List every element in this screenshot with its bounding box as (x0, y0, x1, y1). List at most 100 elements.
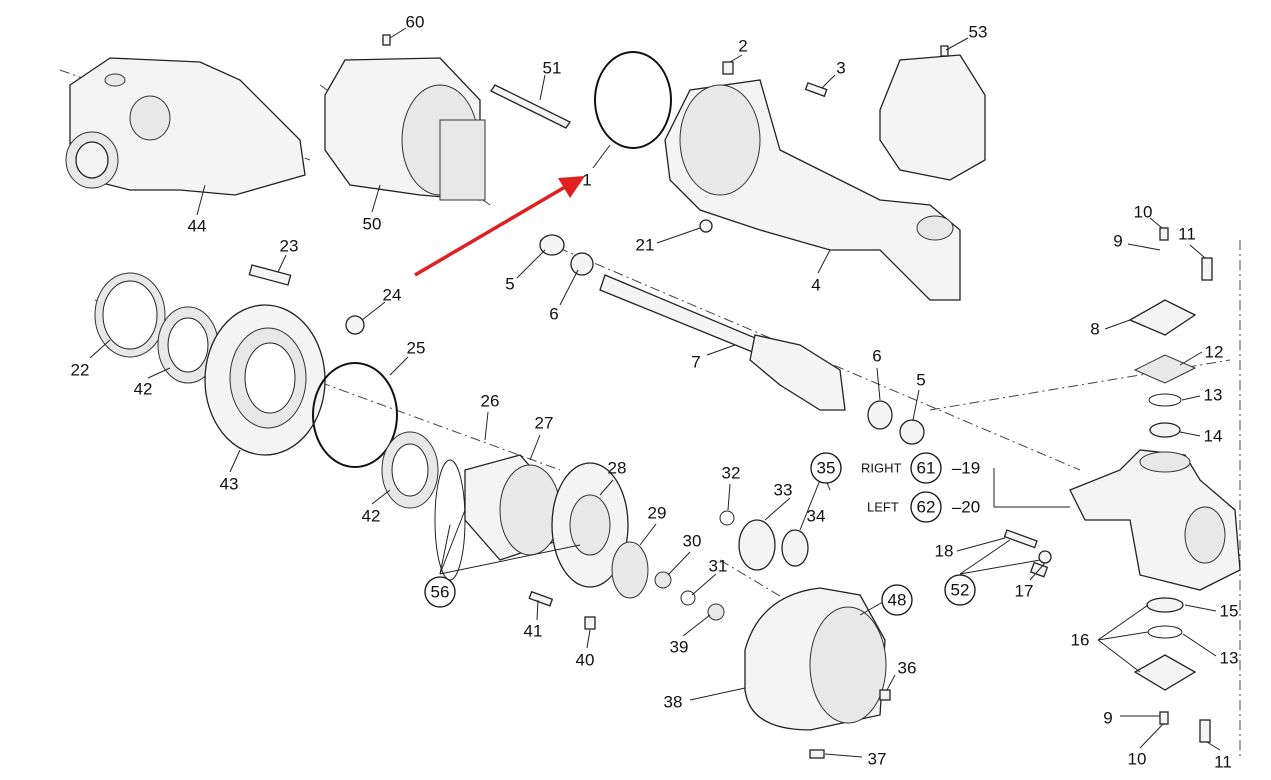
callout-5: 5 (916, 371, 925, 390)
callout-28: 28 (608, 459, 627, 478)
callout-43: 43 (220, 475, 239, 494)
nut-17 (1038, 550, 1052, 564)
bolt-11a (1201, 257, 1213, 281)
callout-32: 32 (722, 464, 741, 483)
callout-13: 13 (1204, 386, 1223, 405)
circled-callout-52: 52 (944, 574, 976, 606)
callout-29: 29 (648, 504, 667, 523)
ring-32 (719, 510, 735, 526)
bolt-11b (1199, 719, 1211, 743)
breather-2 (722, 61, 734, 75)
washer-39 (707, 603, 725, 621)
highlight-arrow (414, 176, 585, 277)
ring-31 (680, 590, 696, 606)
callout-22: 22 (71, 361, 90, 380)
grease-fitting-10a (1159, 227, 1169, 241)
callout-30: 30 (683, 532, 702, 551)
callout-11: 11 (1214, 753, 1232, 772)
callout-8: 8 (1090, 320, 1099, 339)
callout-circle (910, 452, 942, 484)
o-ring-13a (1148, 393, 1182, 407)
callout-12: 12 (1205, 343, 1224, 362)
callout-number: 61 (917, 459, 936, 478)
callout-44: 44 (188, 217, 207, 236)
callout-26: 26 (481, 392, 500, 411)
callout-40: 40 (576, 651, 595, 670)
callout-6: 6 (549, 305, 558, 324)
callout-38: 38 (664, 693, 683, 712)
grease-fitting-10b (1159, 711, 1169, 725)
callout-3: 3 (836, 59, 845, 78)
cap-8 (1128, 299, 1197, 336)
callout-27: 27 (535, 414, 554, 433)
callout-number: 62 (917, 498, 936, 517)
o-ring-13b (1147, 625, 1183, 639)
callout-circle (424, 576, 456, 608)
plug-60 (382, 34, 391, 46)
callout-51: 51 (543, 59, 562, 78)
callout-18: 18 (935, 542, 954, 561)
long-bolt-51 (490, 84, 571, 129)
circled-callout-61: 61 (910, 452, 942, 484)
nut-24 (345, 315, 365, 335)
callout-circle (810, 452, 842, 484)
callout-14: 14 (1204, 427, 1223, 446)
o-ring-1 (594, 51, 672, 149)
callout-41: 41 (524, 622, 543, 641)
callout-circle (881, 584, 913, 616)
gear-33 (738, 519, 776, 571)
gear-34 (781, 529, 809, 567)
circled-callouts: 35 61 62 56 48 52 (424, 452, 976, 616)
bushing-5a (539, 234, 565, 256)
callout-34: 34 (807, 507, 826, 526)
callout-42: 42 (134, 380, 153, 399)
callout-5: 5 (505, 275, 514, 294)
callout-50: 50 (363, 215, 382, 234)
callout-circle (944, 574, 976, 606)
bolt-18 (1003, 529, 1038, 549)
axle-housing-4 (664, 79, 961, 301)
plug-53 (940, 45, 949, 57)
callout-number: 56 (431, 583, 450, 602)
callout-number: 48 (888, 591, 907, 610)
callout-42: 42 (362, 507, 381, 526)
callout-11: 11 (1178, 225, 1196, 244)
callout-37: 37 (868, 750, 887, 769)
stud-23 (248, 264, 292, 286)
leader-lines (89, 27, 1221, 758)
callout-39: 39 (670, 638, 689, 657)
callout-19: –19 (952, 459, 980, 478)
callout-53: 53 (969, 23, 988, 42)
bolt-37 (809, 749, 825, 759)
callout-23: 23 (280, 237, 299, 256)
cap-16 (1133, 654, 1197, 691)
axle-housing-44 (65, 57, 306, 196)
bushing-5b (899, 419, 925, 445)
callout-10: 10 (1128, 750, 1147, 769)
callout-circle (910, 491, 942, 523)
callout-60: 60 (406, 13, 425, 32)
washer-30 (654, 571, 672, 589)
callout-20: –20 (952, 498, 980, 517)
axle-shaft-7 (599, 274, 846, 411)
snap-ring-26 (434, 459, 466, 581)
callout-2: 2 (738, 37, 747, 56)
callout-15: 15 (1220, 602, 1239, 621)
plug-21 (699, 219, 713, 233)
callout-4: 4 (811, 276, 820, 295)
callout-9: 9 (1103, 709, 1112, 728)
shim-12 (1133, 354, 1197, 384)
callout-number: 52 (951, 581, 970, 600)
right-side-label: RIGHT (861, 461, 902, 476)
circled-callout-35: 35 (810, 452, 842, 484)
ring-gear-27 (464, 454, 561, 561)
bearing-14 (1149, 422, 1181, 438)
differential-housing-50 (324, 57, 486, 201)
callout-1: 1 (582, 171, 591, 190)
cover-53 (879, 54, 986, 181)
hub-flange-43 (204, 304, 326, 456)
steering-knuckle (1069, 449, 1241, 591)
callout-6: 6 (872, 347, 881, 366)
